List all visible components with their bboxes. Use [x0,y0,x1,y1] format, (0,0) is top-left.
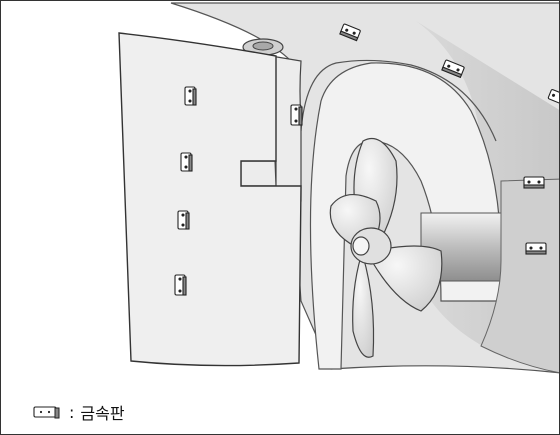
legend: : 금속판 [33,401,125,423]
legend-label: 금속판 [80,404,125,423]
metal-plate-hull-3 [547,89,559,104]
metal-plate-rudder-3 [177,210,190,230]
rudder [118,32,302,367]
stern-arch [309,62,502,370]
metal-plate-icon [33,406,60,419]
arch-rim [300,59,497,142]
metal-plate-hull-1 [339,23,361,42]
metal-plate-rudder-4 [174,274,187,296]
metal-plate-hull-5 [525,242,547,255]
metal-plate-rudder-2 [180,152,193,172]
propeller [329,137,443,358]
metal-plate-hull-2 [441,59,465,79]
metal-plates [174,23,559,296]
legend-separator: : [69,402,75,422]
hull-stern-skin [480,178,559,374]
metal-plate-rudder-1 [184,86,197,106]
metal-plate-horn [290,104,303,126]
metal-plate-hull-4 [523,176,545,189]
